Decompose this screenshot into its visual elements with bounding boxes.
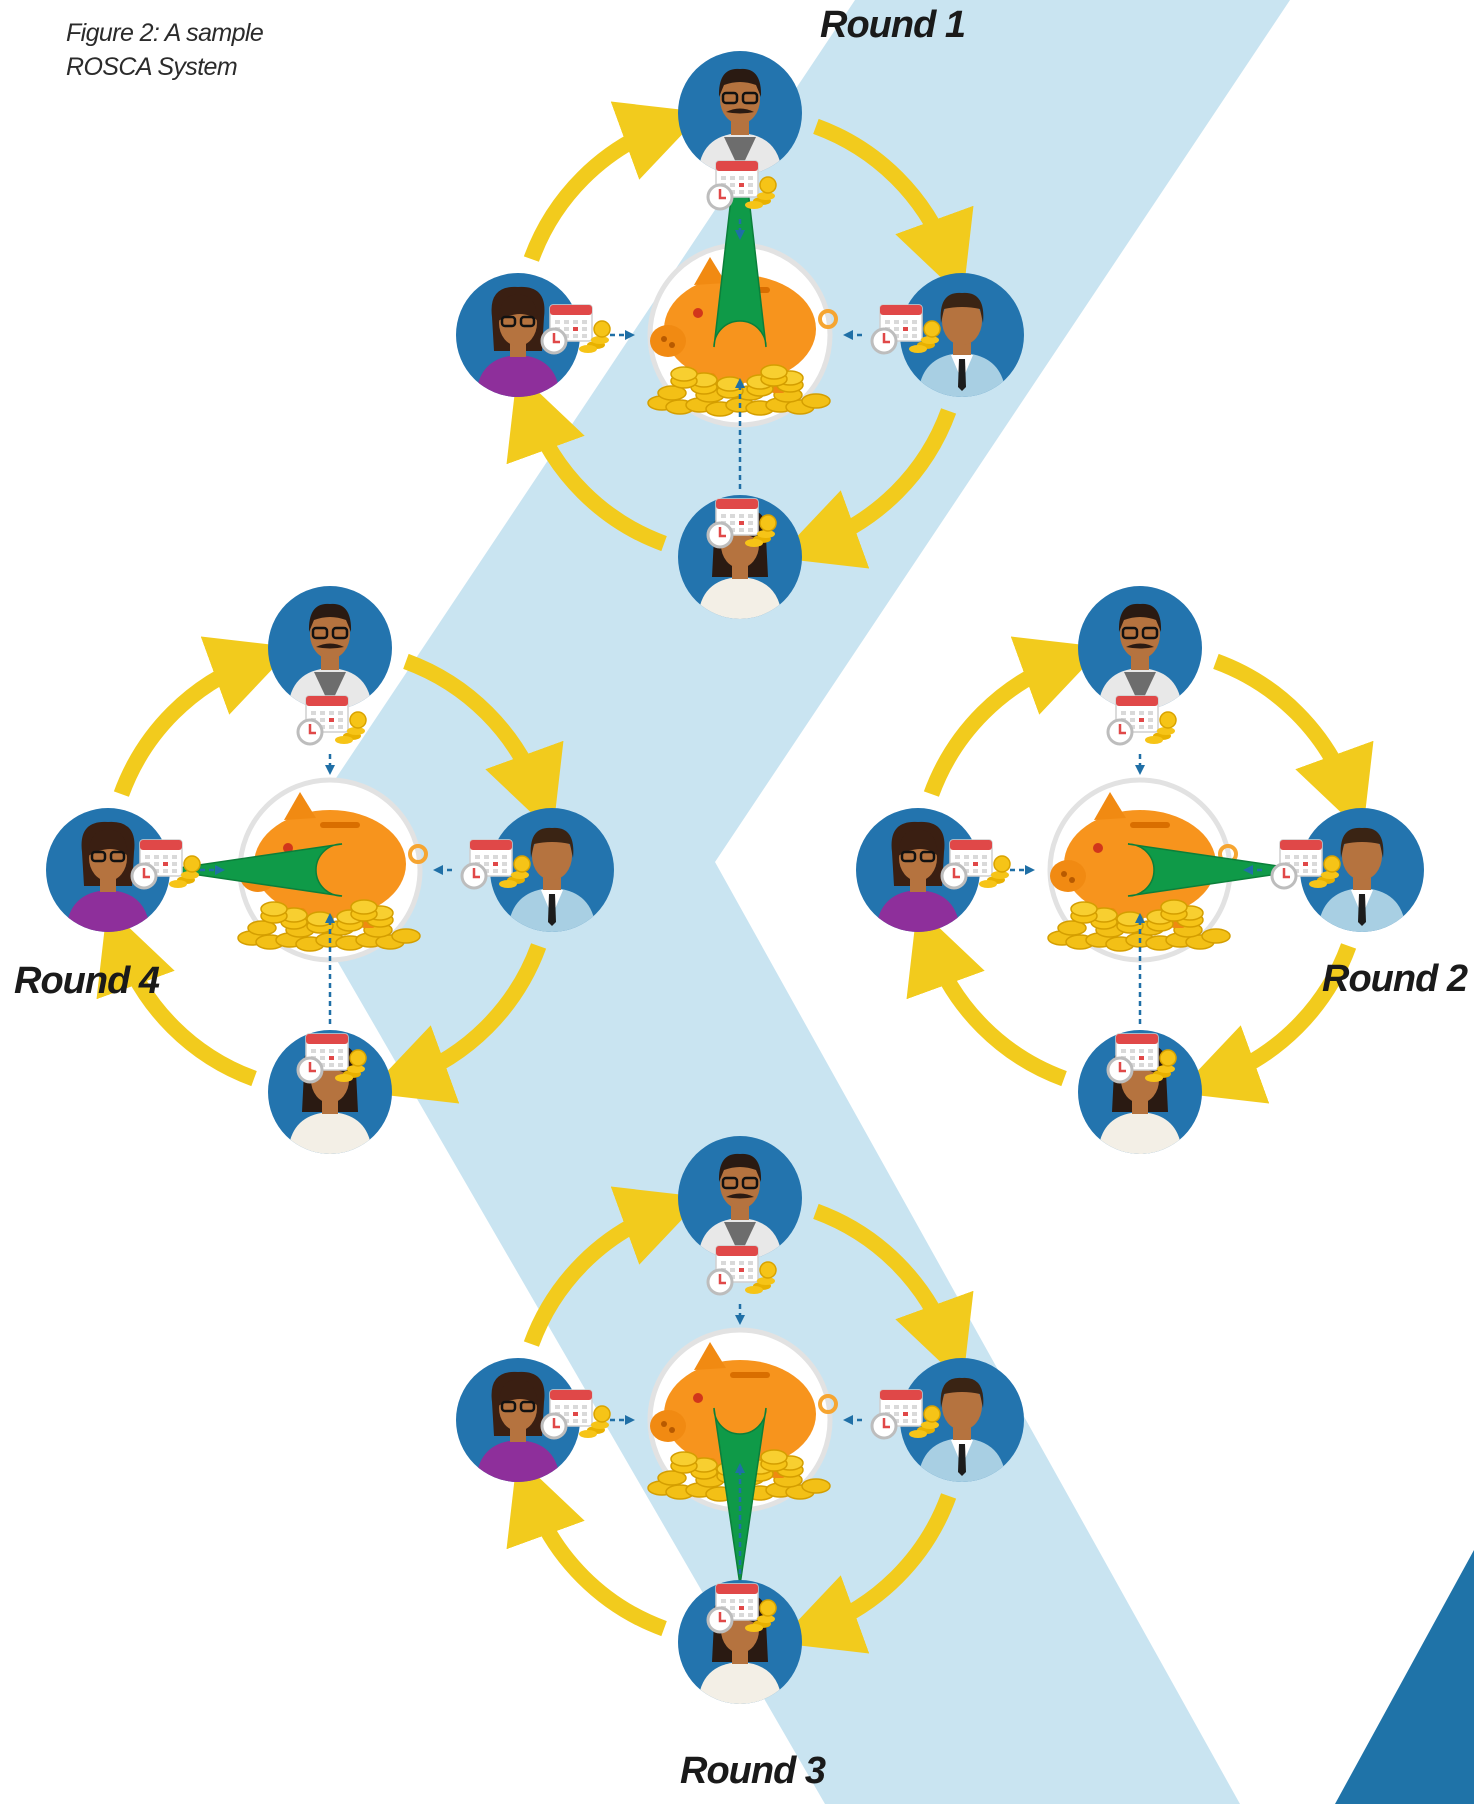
calendar-clock-coins-icon xyxy=(296,695,367,746)
round-4-cluster xyxy=(46,586,614,1154)
round-4-label: Round 4 xyxy=(14,960,160,1002)
calendar-clock-coins-icon xyxy=(540,304,611,355)
calendar-clock-coins-icon xyxy=(296,1033,367,1084)
calendar-clock-coins-icon xyxy=(940,839,1011,890)
figure-caption: Figure 2: A sample ROSCA System xyxy=(66,16,264,84)
woman-with-glasses-icon xyxy=(476,1371,560,1482)
man-in-suit-icon xyxy=(918,1377,1006,1482)
round-1-label: Round 1 xyxy=(820,4,966,46)
calendar-clock-coins-icon xyxy=(1106,695,1177,746)
member-top xyxy=(268,586,392,746)
ring-arrow xyxy=(776,1493,957,1654)
member-left xyxy=(456,273,611,397)
payout-pointer xyxy=(713,1407,767,1586)
member-bottom xyxy=(1078,1030,1202,1154)
man-in-suit-icon xyxy=(508,827,596,932)
member-bottom xyxy=(678,495,802,619)
member-top xyxy=(678,51,802,211)
member-bottom xyxy=(678,1580,802,1704)
corner-triangle xyxy=(1335,1550,1474,1804)
man-in-suit-icon xyxy=(918,292,1006,397)
calendar-clock-coins-icon xyxy=(1106,1033,1177,1084)
calendar-clock-coins-icon xyxy=(706,498,777,549)
member-bottom xyxy=(268,1030,392,1154)
member-right xyxy=(460,808,614,932)
member-left xyxy=(456,1358,611,1482)
round-2-cluster xyxy=(856,586,1424,1154)
round-1-cluster xyxy=(456,51,1024,619)
piggy-bank-icon xyxy=(647,1327,838,1513)
calendar-clock-coins-icon xyxy=(706,1583,777,1634)
member-left xyxy=(856,808,1011,932)
man-in-suit-icon xyxy=(1318,827,1406,932)
calendar-clock-coins-icon xyxy=(540,1389,611,1440)
ring-arrow xyxy=(403,653,564,834)
caption-line-2: ROSCA System xyxy=(66,53,238,81)
caption-line-1: Figure 2: A sample xyxy=(66,19,264,47)
ring-arrow xyxy=(923,636,1104,797)
piggy-bank-icon xyxy=(1047,777,1238,963)
ring-arrow xyxy=(366,943,547,1104)
ring-arrow xyxy=(506,371,667,552)
member-top xyxy=(678,1136,802,1296)
ring-arrow xyxy=(506,1456,667,1637)
calendar-clock-coins-icon xyxy=(460,839,531,890)
calendar-clock-coins-icon xyxy=(706,160,777,211)
round-3-label: Round 3 xyxy=(680,1750,826,1792)
calendar-clock-coins-icon xyxy=(130,839,201,890)
ring-arrow xyxy=(906,906,1067,1087)
ring-arrow xyxy=(1213,653,1374,834)
woman-with-glasses-icon xyxy=(876,821,960,932)
woman-with-glasses-icon xyxy=(66,821,150,932)
calendar-clock-coins-icon xyxy=(1270,839,1341,890)
calendar-clock-coins-icon xyxy=(870,1389,941,1440)
woman-with-glasses-icon xyxy=(476,286,560,397)
member-right xyxy=(870,1358,1024,1482)
ring-arrow xyxy=(523,101,704,262)
round-2-label: Round 2 xyxy=(1322,958,1468,1000)
man-with-glasses-mustache-icon xyxy=(288,603,372,710)
ring-arrow xyxy=(813,1203,974,1384)
calendar-clock-coins-icon xyxy=(870,304,941,355)
member-left xyxy=(46,808,201,932)
ring-arrow xyxy=(113,636,294,797)
ring-arrow xyxy=(523,1186,704,1347)
calendar-clock-coins-icon xyxy=(706,1245,777,1296)
payout-pointer xyxy=(1127,843,1306,897)
ring-arrow xyxy=(96,906,257,1087)
member-right xyxy=(1270,808,1424,932)
round-3-cluster xyxy=(456,1136,1024,1704)
ring-arrow xyxy=(813,118,974,299)
member-right xyxy=(870,273,1024,397)
payout-pointer xyxy=(164,843,343,897)
ring-arrow xyxy=(776,408,957,569)
ring-arrow xyxy=(1176,943,1357,1104)
member-top xyxy=(1078,586,1202,746)
